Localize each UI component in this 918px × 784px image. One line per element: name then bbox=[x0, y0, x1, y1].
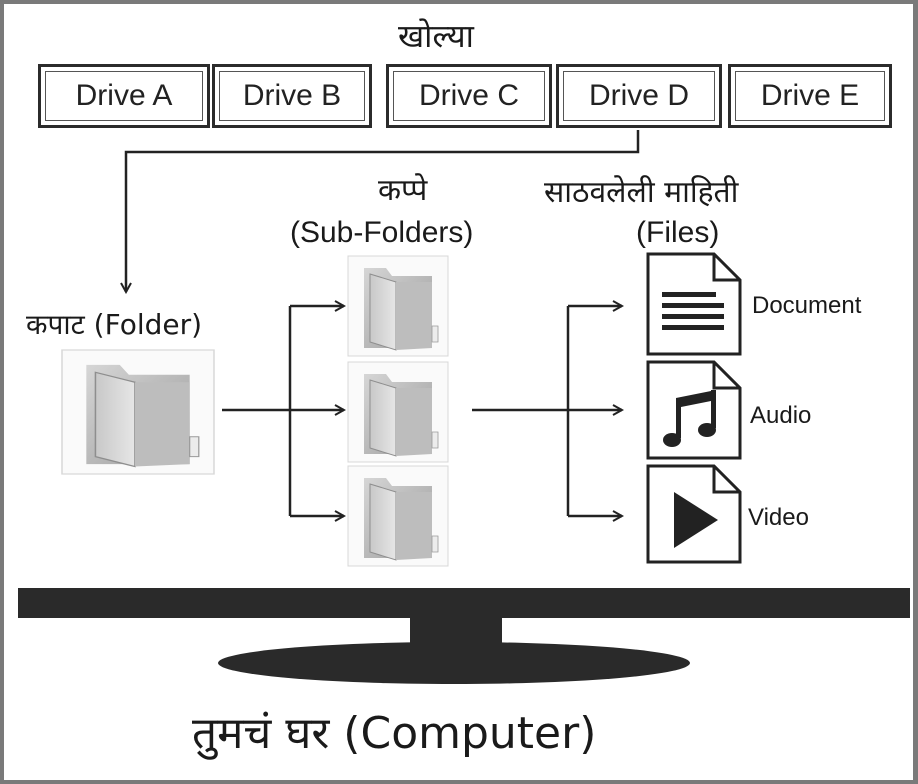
video-label: Video bbox=[748, 504, 809, 531]
folder-to-subfolders-connector bbox=[222, 306, 292, 516]
rooms-title: खोल्या bbox=[398, 17, 474, 55]
monitor-bezel bbox=[18, 588, 910, 618]
folder-icon bbox=[61, 349, 215, 475]
drive-d-label: Drive D bbox=[588, 79, 689, 112]
document-label: Document bbox=[752, 292, 862, 319]
computer-label: तुमचं घर (Computer) bbox=[192, 708, 597, 759]
drive-e-box: Drive E bbox=[728, 64, 892, 128]
audio-label: Audio bbox=[750, 402, 812, 429]
subfolder-3-icon bbox=[347, 465, 449, 567]
subfolders-label-marathi: कप्पे bbox=[378, 173, 428, 208]
play-icon bbox=[646, 464, 742, 564]
files-label-english: (Files) bbox=[636, 216, 720, 249]
monitor-stand bbox=[218, 642, 690, 684]
drive-d-box: Drive D bbox=[556, 64, 722, 128]
drive-a-label: Drive A bbox=[75, 79, 173, 112]
drive-e-label: Drive E bbox=[760, 79, 860, 112]
subfolders-label-english: (Sub-Folders) bbox=[290, 216, 474, 249]
drive-c-box: Drive C bbox=[386, 64, 552, 128]
drive-d-connector bbox=[126, 130, 640, 292]
subfolder-2-icon bbox=[347, 361, 449, 463]
folder-label: कपाट (Folder) bbox=[26, 308, 203, 341]
subfolders-to-files-connector bbox=[472, 306, 570, 516]
music-note-icon bbox=[646, 360, 742, 460]
drive-c-label: Drive C bbox=[418, 79, 519, 112]
drive-b-label: Drive B bbox=[242, 79, 342, 112]
drive-b-box: Drive B bbox=[212, 64, 372, 128]
document-lines-icon bbox=[646, 252, 742, 356]
files-label-marathi: साठवलेली माहिती bbox=[544, 175, 739, 210]
drive-a-box: Drive A bbox=[38, 64, 210, 128]
subfolder-1-icon bbox=[347, 255, 449, 357]
